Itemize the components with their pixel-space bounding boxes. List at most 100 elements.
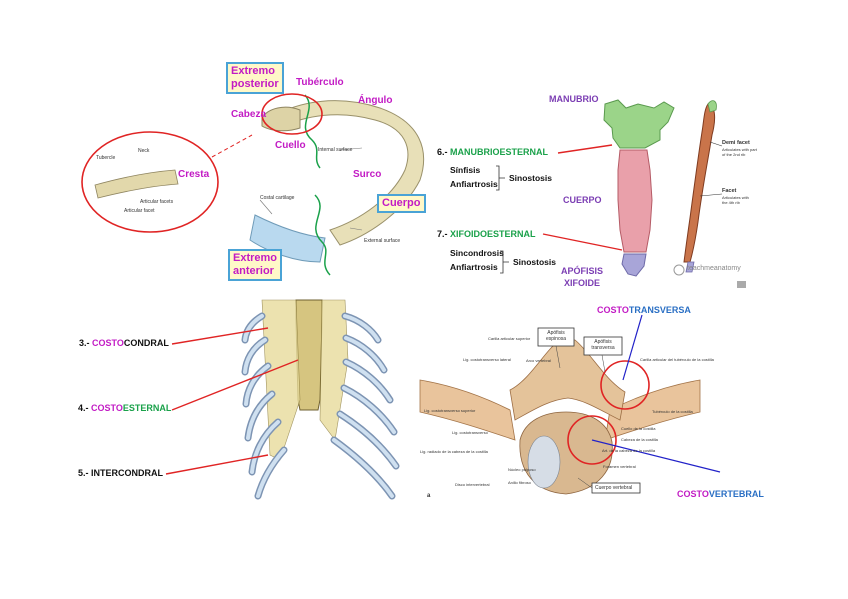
label-apofisis-xifoide: APÓFISIS XIFOIDE xyxy=(561,265,603,289)
box-posterior-line1: Extremo xyxy=(231,65,276,77)
label-facet-note-2: the 4th rib xyxy=(722,200,740,205)
label-costotransversa: COSTOTRANSVERSA xyxy=(597,305,691,315)
vlabel-arco-vertebral: Arco vertebral xyxy=(526,358,551,363)
vlabel-lig-radiado: Lig. radiado de la cabeza de la costilla xyxy=(420,449,488,454)
label-articular-facets: Articular facets xyxy=(140,199,174,205)
joint-7-title: 7.- XIFOIDOESTERNAL xyxy=(437,229,536,239)
label-cuerpo-vertebral: Cuerpo vertebral xyxy=(595,485,633,491)
costovertebral-part1: COSTO xyxy=(677,489,709,499)
joint-7-type-1: Sincondrosis xyxy=(450,248,504,258)
joint-4-num: 4.- xyxy=(78,403,89,413)
vlabel-disco-intervertebral: Disco intervertebral xyxy=(455,482,490,487)
apofisis-espinosa-line1: Apófisis xyxy=(547,330,565,336)
xiphoid-shape xyxy=(621,253,647,277)
vertebral-arch xyxy=(509,339,626,421)
vlabel-tuberculo-costilla: Tubérculo de la costilla xyxy=(652,409,693,414)
vlabel-cuello-costilla: Cuello de la costilla xyxy=(621,426,656,431)
apofisis-transversa-line2: transversa xyxy=(591,345,615,351)
label-cuello: Cuello xyxy=(275,140,306,151)
costotransverse-circle xyxy=(600,360,650,410)
joint-6-name: MANUBRIOESTERNAL xyxy=(450,147,549,157)
joint-4-part1: COSTO xyxy=(91,403,123,413)
label-costovertebral: COSTOVERTEBRAL xyxy=(677,489,764,499)
joint-6-types: Sínfisis Anfiartrosis xyxy=(450,163,498,191)
vertebra-figure xyxy=(419,314,721,506)
label-cuerpo: CUERPO xyxy=(563,195,602,205)
head-highlight-circle xyxy=(261,93,323,135)
joint-7-num: 7.- xyxy=(437,229,448,239)
vlabel-foramen-vertebral: Foramen vertebral xyxy=(603,464,636,469)
joint-6-num: 6.- xyxy=(437,147,448,157)
label-apofisis-line1: APÓFISIS xyxy=(561,266,604,276)
joint-6-title: 6.- MANUBRIOESTERNAL xyxy=(437,147,548,157)
label-demi-facet: Demi facet xyxy=(722,140,750,146)
joint-3-part2: CONDRAL xyxy=(123,338,169,348)
label-demi-facet-note-1: Articulates with part xyxy=(722,147,757,152)
label-costal-cartilage: Costal cartilage xyxy=(260,195,295,201)
label-angulo: Ángulo xyxy=(358,95,393,106)
rib-figure xyxy=(81,93,425,276)
vlabel-lig-costotransverso: Lig. costotransverso xyxy=(452,430,488,435)
label-surco: Surco xyxy=(353,169,382,180)
joint-5-label: INTERCONDRAL xyxy=(91,468,164,478)
joint-6-group: Sinostosis xyxy=(509,173,552,183)
joint-4-part2: ESTERNAL xyxy=(122,403,172,413)
label-neck: Neck xyxy=(138,148,150,154)
box-anterior-line1: Extremo xyxy=(233,252,278,264)
label-facet-note-1: Articulates with xyxy=(722,195,749,200)
vlabel-fig-letter: a xyxy=(427,493,431,499)
vlabel-lig-costotransverso-lateral: Lig. costotransverso lateral xyxy=(463,357,511,362)
box-anterior-line2: anterior xyxy=(233,265,274,277)
label-internal-surface: Internal surface xyxy=(318,147,353,153)
joint-7-type-2: Anfiartrosis xyxy=(450,262,498,272)
joint-3-num: 3.- xyxy=(79,338,90,348)
watermark-teachmeanatomy: teachmeanatomy xyxy=(687,265,741,272)
neck-limit-line xyxy=(304,94,321,169)
box-extremo-anterior: Extremo anterior xyxy=(228,249,283,281)
joint-7-types: Sincondrosis Anfiartrosis xyxy=(450,246,504,274)
joint-7-group: Sinostosis xyxy=(513,257,556,267)
vlabel-anillo-fibroso: Anillo fibroso xyxy=(508,480,531,485)
joint-3-title: 3.- COSTOCONDRAL xyxy=(79,338,169,348)
box-extremo-posterior: Extremo posterior xyxy=(226,62,284,94)
left-rib-section xyxy=(419,379,516,441)
label-cabeza: Cabeza xyxy=(231,109,267,120)
sternum-lateral-shape xyxy=(683,103,716,263)
label-cresta: Cresta xyxy=(178,169,210,180)
costotransversa-part2: TRANSVERSA xyxy=(628,305,691,315)
vlabel-lig-costotransverso-superior: Lig. costotransverso superior xyxy=(424,408,476,413)
label-apofisis-line2: XIFOIDE xyxy=(564,278,601,288)
costovertebral-circle xyxy=(567,415,617,465)
costovertebral-part2: VERTEBRAL xyxy=(708,489,764,499)
vlabel-carilla-tuberculo: Carilla articular del tubérculo de la co… xyxy=(640,357,714,362)
sternum-figure xyxy=(496,99,746,288)
sternum-body-shape xyxy=(617,149,653,253)
label-tubercle: Tubercle xyxy=(96,155,116,161)
label-demi-facet-note-2: of the 2nd rib xyxy=(722,152,746,157)
manubrium-shape xyxy=(603,99,675,149)
apofisis-transversa-line1: Apófisis xyxy=(594,339,612,345)
joint-6-type-1: Sínfisis xyxy=(450,165,481,175)
vlabel-art-cabeza: Art. de la cabeza de la costilla xyxy=(602,448,656,453)
costal-cartilage-shape xyxy=(249,214,326,263)
vlabel-cabeza-costilla: Cabeza de la costilla xyxy=(621,437,658,442)
label-external-surface: External surface xyxy=(364,238,401,244)
joint-6-type-2: Anfiartrosis xyxy=(450,179,498,189)
joint-5-num: 5.- xyxy=(78,468,89,478)
label-articular-facet: Articular facet xyxy=(124,208,155,214)
joint-4-title: 4.- COSTOESTERNAL xyxy=(78,403,171,413)
cartilage-limit-line xyxy=(314,194,331,276)
label-tuberculo: Tubérculo xyxy=(296,77,344,88)
label-apofisis-espinosa: Apófisis espinosa xyxy=(541,330,571,342)
vlabel-nucleo-pulposo: Núcleo pulposo xyxy=(508,467,536,472)
zoom-rib xyxy=(94,169,179,199)
label-manubrio: MANUBRIO xyxy=(549,94,599,104)
apofisis-espinosa-line2: espinosa xyxy=(545,336,566,342)
rib-head xyxy=(261,106,301,132)
joint-5-title: 5.- INTERCONDRAL xyxy=(78,468,163,478)
joint-7-name: XIFOIDOESTERNAL xyxy=(450,229,536,239)
thorax-figure xyxy=(165,297,418,500)
costotransversa-part1: COSTO xyxy=(597,305,629,315)
label-facet: Facet xyxy=(722,188,737,194)
